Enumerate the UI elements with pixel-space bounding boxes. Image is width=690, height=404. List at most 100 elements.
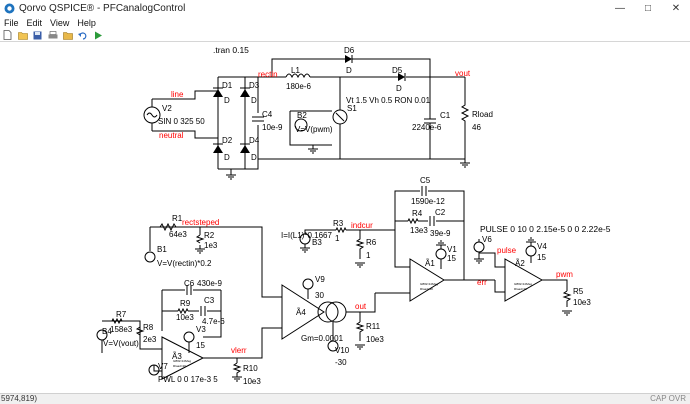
menu-help[interactable]: Help xyxy=(77,17,96,28)
resistor-r2[interactable] xyxy=(195,234,205,244)
rload-value: 46 xyxy=(472,123,481,132)
v10-value: -30 xyxy=(335,358,347,367)
open-icon xyxy=(17,31,28,40)
b1-label: B1 xyxy=(157,245,167,254)
ground-v6 xyxy=(474,258,484,264)
r7-label: R7 xyxy=(116,310,127,319)
resistor-r3[interactable] xyxy=(335,226,347,234)
resistor-r7[interactable] xyxy=(111,317,123,325)
inductor-l1[interactable] xyxy=(285,73,311,79)
resistor-r9[interactable] xyxy=(177,307,189,315)
open-button[interactable] xyxy=(17,30,28,40)
save-button[interactable] xyxy=(32,30,43,40)
diode-d2[interactable] xyxy=(213,143,223,153)
source-v3[interactable] xyxy=(183,331,195,343)
net-label-rectsteped: rectsteped xyxy=(182,218,219,227)
diode-d6[interactable] xyxy=(345,55,353,63)
v6-label: V6 xyxy=(482,235,492,244)
switch-s1[interactable] xyxy=(332,109,348,125)
b1-value: V=V(rectin)*0.2 xyxy=(157,259,212,268)
run-button[interactable] xyxy=(92,30,103,40)
diode-d3[interactable] xyxy=(240,87,250,97)
diode-d1[interactable] xyxy=(213,87,223,97)
diode-d4[interactable] xyxy=(240,143,250,153)
resistor-r5[interactable] xyxy=(562,290,572,307)
d3-label: D3 xyxy=(249,81,260,90)
r2-value: 1e3 xyxy=(204,241,218,250)
folder-button[interactable] xyxy=(62,30,73,40)
wire-divider xyxy=(149,226,215,251)
r3-label: R3 xyxy=(333,219,344,228)
qspice-app-icon xyxy=(4,3,15,13)
maximize-button[interactable]: □ xyxy=(634,0,662,16)
resistor-rload[interactable] xyxy=(460,77,470,159)
d6-label: D6 xyxy=(344,46,355,55)
source-v2[interactable] xyxy=(143,99,161,131)
v10-label: V10 xyxy=(335,346,350,355)
v1-value: 15 xyxy=(447,254,456,263)
save-icon xyxy=(33,31,42,39)
wire-vlerr xyxy=(203,327,282,363)
opamp-a3[interactable]: GBW=10Meg Rload=2K xyxy=(161,336,205,380)
source-b1[interactable] xyxy=(144,251,156,263)
v7-label: V7 xyxy=(158,362,168,371)
menu-file[interactable]: File xyxy=(4,17,19,28)
v2-value: SIN 0 325 50 xyxy=(158,117,205,126)
c1-label: C1 xyxy=(440,111,451,120)
b2-label: B2 xyxy=(297,111,307,120)
print-button[interactable] xyxy=(47,30,58,40)
net-label-pwm: pwm xyxy=(556,270,573,279)
resistor-r8[interactable] xyxy=(135,326,145,336)
source-v9[interactable] xyxy=(302,278,314,290)
status-coordinates: 5974,819) xyxy=(1,394,38,403)
v9-label: V9 xyxy=(315,275,325,284)
resistor-r4[interactable] xyxy=(407,217,419,225)
capacitor-c6[interactable] xyxy=(186,285,192,295)
b4-label: B4 xyxy=(102,327,112,336)
transconductance-gm[interactable] xyxy=(317,301,347,323)
net-label-vout: vout xyxy=(455,69,471,78)
opamp-a2[interactable]: GBW=10Meg Rload=2K xyxy=(504,258,544,302)
c5-label: C5 xyxy=(420,176,431,185)
wire-a2-io xyxy=(479,252,568,293)
a1-label: Ã1 xyxy=(425,259,435,268)
v6-value: PULSE 0 10 0 2.15e-5 0 0 2.22e-5 xyxy=(480,224,611,234)
r5-value: 10e3 xyxy=(573,298,591,307)
menu-edit[interactable]: Edit xyxy=(26,17,43,28)
v7-value: PWL 0 0 17e-3 5 xyxy=(158,375,218,384)
minimize-button[interactable]: — xyxy=(606,0,634,16)
diode-d5[interactable] xyxy=(398,73,406,81)
c5-value: 1590e-12 xyxy=(411,197,445,206)
opamp-a1[interactable]: GBW=10Meg Rload=2K xyxy=(409,258,445,302)
multiplier-a4[interactable] xyxy=(281,284,325,340)
ground-b3 xyxy=(300,247,310,253)
capacitor-c3[interactable] xyxy=(200,306,206,316)
svg-text:Rload=2K: Rload=2K xyxy=(173,364,186,368)
ground-bridge xyxy=(226,169,236,180)
capacitor-c2[interactable] xyxy=(429,216,435,226)
new-button[interactable] xyxy=(2,30,13,40)
c6-label: C6 xyxy=(184,279,195,288)
resistor-r1[interactable] xyxy=(159,222,177,232)
toolbar xyxy=(0,29,690,41)
r2-label: R2 xyxy=(204,231,215,240)
wire-a1-feedback xyxy=(394,190,465,263)
b4-value: V=V(vout) xyxy=(103,339,139,348)
schematic-canvas[interactable]: .w { stroke:#000; stroke-width:1; fill:n… xyxy=(0,41,690,393)
ground-r5 xyxy=(562,310,572,316)
b2-value: V=V(pwm) xyxy=(295,125,333,134)
wire-switch xyxy=(258,77,465,160)
menu-view[interactable]: View xyxy=(50,17,70,28)
ground-r10 xyxy=(232,376,242,382)
capacitor-c4[interactable] xyxy=(252,116,264,122)
resistor-r11[interactable] xyxy=(355,321,365,341)
source-v4[interactable] xyxy=(525,245,537,257)
source-b2[interactable] xyxy=(294,118,308,132)
resistor-r6[interactable] xyxy=(355,230,365,259)
source-v1[interactable] xyxy=(435,248,447,260)
close-button[interactable]: ✕ xyxy=(662,0,690,16)
capacitor-c5[interactable] xyxy=(421,186,427,196)
undo-button[interactable] xyxy=(77,30,88,40)
resistor-r10[interactable] xyxy=(232,362,242,377)
new-icon xyxy=(3,30,12,40)
